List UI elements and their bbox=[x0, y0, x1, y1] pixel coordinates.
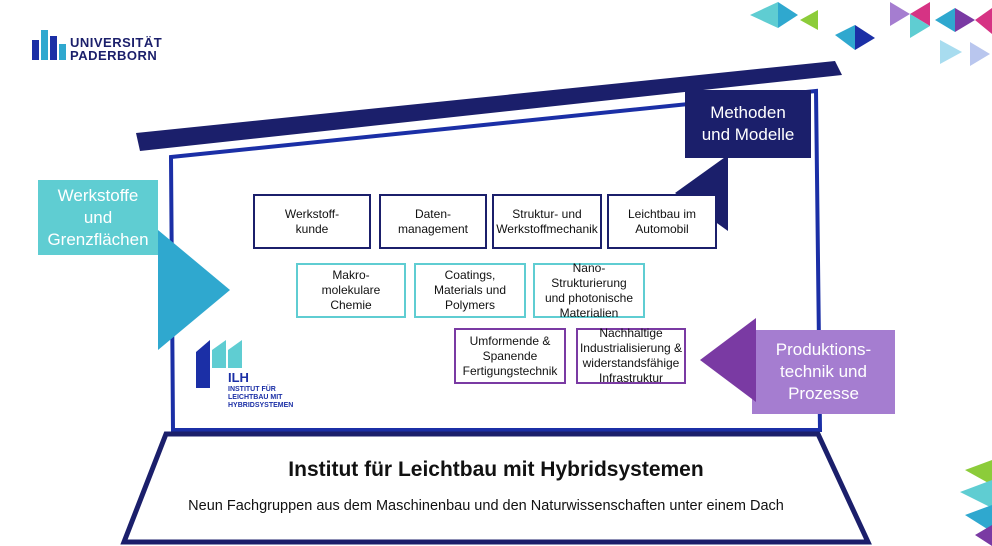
group-umformende-spanende: Umformende & Spanende Fertigungstechnik bbox=[454, 328, 566, 384]
tag-werkstoffe: Werkstoffe und Grenzflächen bbox=[38, 180, 158, 255]
produktion-arrow bbox=[700, 318, 756, 402]
group-datenmanagement: Daten- management bbox=[379, 194, 487, 249]
decorative-triangles-top bbox=[750, 2, 992, 66]
group-leichtbau-automobil: Leichtbau im Automobil bbox=[607, 194, 717, 249]
group-werkstoffkunde: Werkstoff- kunde bbox=[253, 194, 371, 249]
base-platform bbox=[120, 431, 872, 545]
decorative-triangles-bottom bbox=[960, 460, 992, 546]
house-outline bbox=[168, 88, 823, 432]
werkstoffe-arrow bbox=[158, 230, 230, 350]
group-nachhaltige-industrialisierung: Nachhaltige Industrialisierung & widerst… bbox=[576, 326, 686, 385]
group-makromolekulare-chemie: Makro- molekulare Chemie bbox=[296, 263, 406, 318]
university-logo-text: UNIVERSITÄT PADERBORN bbox=[70, 35, 163, 63]
ilh-logo-icon bbox=[196, 340, 242, 388]
group-nano-strukturierung: Nano- Strukturierung und photonische Mat… bbox=[533, 261, 645, 320]
ilh-logo-abbr: ILH bbox=[228, 370, 249, 385]
base-subtitle: Neun Fachgruppen aus dem Maschinenbau un… bbox=[188, 498, 784, 514]
group-coatings-materials-polymers: Coatings, Materials und Polymers bbox=[414, 263, 526, 318]
ilh-logo-text: INSTITUT FÜR LEICHTBAU MIT HYBRIDSYSTEME… bbox=[228, 386, 294, 409]
base-title: Institut für Leichtbau mit Hybridsysteme… bbox=[288, 458, 704, 481]
tag-produktion: Produktions- technik und Prozesse bbox=[752, 330, 895, 414]
group-struktur-werkstoffmechanik: Struktur- und Werkstoffmechanik bbox=[492, 194, 602, 249]
roof-bar bbox=[136, 61, 842, 151]
tag-methoden: Methoden und Modelle bbox=[685, 90, 811, 158]
university-logo-icon bbox=[32, 30, 66, 60]
